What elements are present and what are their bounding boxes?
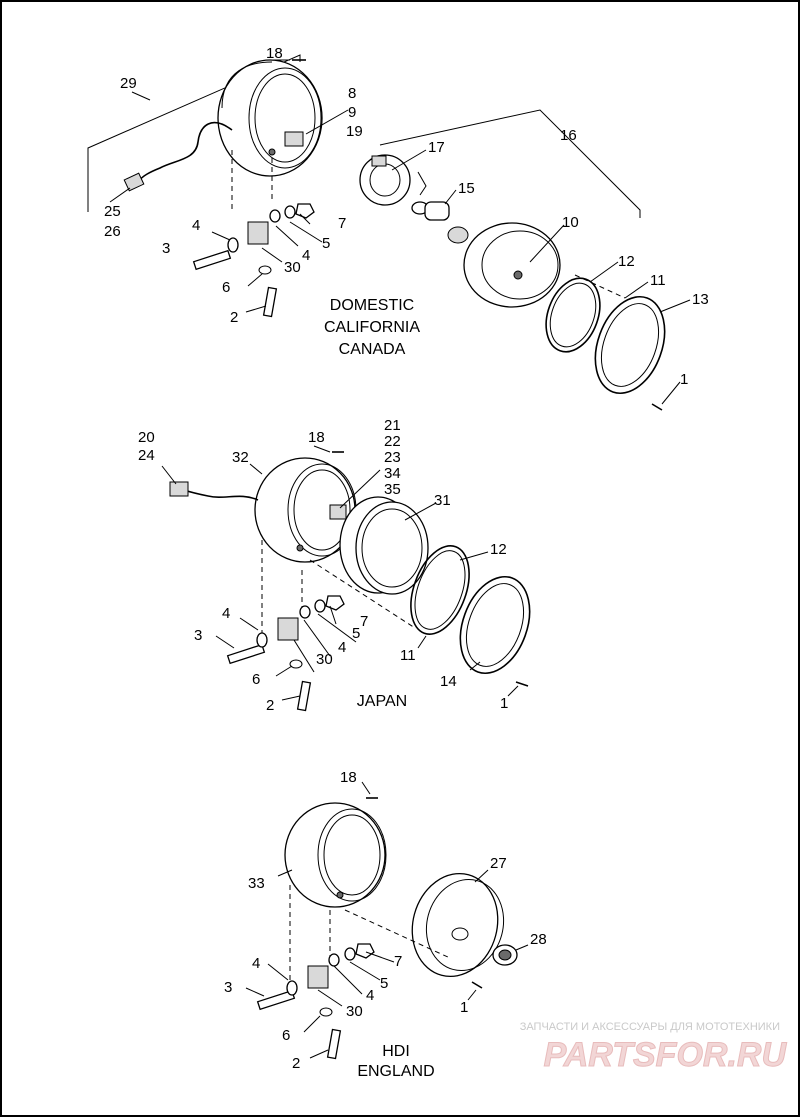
callout: 4: [338, 639, 346, 656]
callout: 19: [346, 123, 363, 140]
callout: 2: [292, 1055, 300, 1072]
callout: 11: [650, 272, 666, 289]
bulb: [411, 201, 469, 244]
callout: 29: [120, 75, 137, 92]
region-label-japan: JAPAN: [357, 693, 407, 710]
callout: 7: [338, 215, 346, 232]
callout: 35: [384, 481, 401, 498]
callout: 18: [308, 429, 325, 446]
connector-top: [123, 172, 145, 192]
callout: 16: [560, 127, 577, 144]
callout: 3: [194, 627, 202, 644]
retaining-ring-top: [545, 277, 601, 353]
callout: 4: [366, 987, 374, 1004]
callout: 30: [316, 651, 333, 668]
callout: 2: [266, 697, 274, 714]
callout: 31: [434, 492, 451, 509]
callout: 4: [192, 217, 200, 234]
region-label-domestic: DOMESTIC CALIFORNIA CANADA: [324, 297, 420, 358]
watermark-brand: PARTSFOR.RU: [544, 1036, 788, 1074]
callout: 4: [302, 247, 310, 264]
callout: 2: [230, 309, 238, 326]
callout: 5: [380, 975, 388, 992]
callout: 17: [428, 139, 445, 156]
callout: 14: [440, 673, 457, 690]
region-line: CANADA: [339, 341, 406, 358]
mount-hardware-top: [192, 203, 315, 318]
retaining-ring-middle: [410, 545, 470, 635]
trim-ring-middle: [459, 575, 531, 675]
callout: 32: [232, 449, 249, 466]
callout: 13: [692, 291, 709, 308]
connector-middle: [169, 481, 189, 497]
headlamp-shell-top: [217, 59, 323, 177]
callout: 24: [138, 447, 155, 464]
wire-harness-middle: [183, 489, 259, 501]
callout: 10: [562, 214, 579, 231]
callout: 26: [104, 223, 121, 240]
reflector-top: [463, 222, 561, 308]
callout: 20: [138, 429, 155, 446]
callout: 25: [104, 203, 121, 220]
region-line: ENGLAND: [357, 1063, 434, 1080]
callout: 15: [458, 180, 475, 197]
callout: 3: [162, 240, 170, 257]
sealed-beam: [339, 496, 429, 595]
callout: 1: [500, 695, 508, 712]
callout: 5: [352, 625, 360, 642]
callout: 27: [490, 855, 507, 872]
socket-assembly: [359, 154, 427, 206]
callout: 1: [460, 999, 468, 1016]
callout: 5: [322, 235, 330, 252]
callout: 23: [384, 449, 401, 466]
callout: 6: [222, 279, 230, 296]
callout: 22: [384, 433, 401, 450]
callout: 34: [384, 465, 401, 482]
section-japan: [161, 445, 531, 712]
region-line: HDI: [382, 1043, 410, 1060]
watermark: ЗАПЧАСТИ И АКСЕССУАРЫ ДЛЯ МОТОТЕХНИКИ PA…: [520, 1021, 788, 1075]
callout: 3: [224, 979, 232, 996]
callout: 6: [282, 1027, 290, 1044]
region-label-hdi-england: HDI ENGLAND: [357, 1043, 434, 1080]
trim-ring-top: [594, 295, 666, 395]
mount-hardware-bottom: [256, 943, 375, 1060]
callout: 6: [252, 671, 260, 688]
region-line: DOMESTIC: [330, 297, 414, 314]
section-domestic: [87, 54, 691, 411]
callout: 4: [252, 955, 260, 972]
wire-harness-top: [137, 121, 233, 183]
watermark-tagline: ЗАПЧАСТИ И АКСЕССУАРЫ ДЛЯ МОТОТЕХНИКИ: [520, 1021, 780, 1033]
callouts-top: 29 18 8 9 19 25 26 4 3 30 6 2 7 5 4 17 1…: [104, 45, 709, 388]
headlamp-shell-middle: [254, 457, 357, 563]
callout: 7: [394, 953, 402, 970]
callout: 1: [680, 371, 688, 388]
callout: 12: [490, 541, 507, 558]
callout: 28: [530, 931, 547, 948]
callout: 11: [400, 647, 416, 664]
callout: 21: [384, 417, 401, 434]
callout: 4: [222, 605, 230, 622]
callout: 12: [618, 253, 635, 270]
headlamp-shell-bottom: [284, 802, 387, 908]
lens-cover: [411, 872, 499, 978]
bracket-16: [379, 109, 641, 218]
callout: 9: [348, 104, 356, 121]
callout: 18: [340, 769, 357, 786]
section-hdi-england: [245, 781, 529, 1060]
callout: 7: [360, 613, 368, 630]
callout: 30: [284, 259, 301, 276]
callout: 8: [348, 85, 356, 102]
callouts-middle: 20 24 18 32 21 22 23 34 35 31 12 4 3 30 …: [138, 417, 508, 714]
bracket-29: [87, 54, 301, 212]
callout: 18: [266, 45, 283, 62]
callout: 33: [248, 875, 265, 892]
callouts-bottom: 18 33 27 28 4 3 30 6 2 7 5 4 1: [224, 769, 547, 1072]
callout: 30: [346, 1003, 363, 1020]
region-line: CALIFORNIA: [324, 319, 420, 336]
